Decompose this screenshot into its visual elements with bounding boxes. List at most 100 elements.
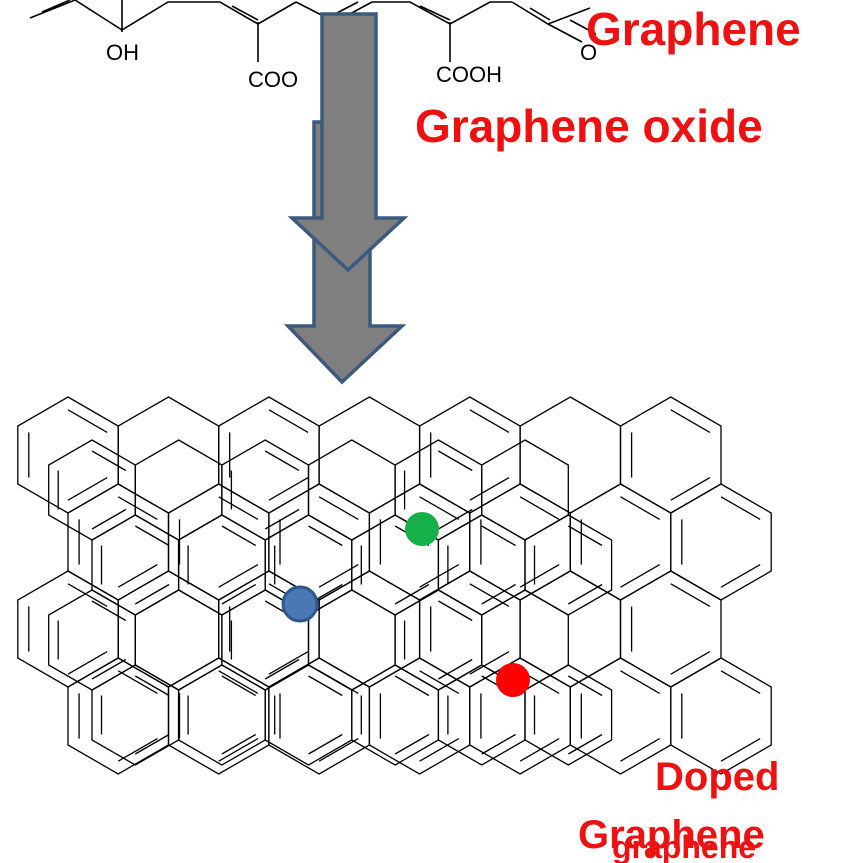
double-bond-line [264, 658, 300, 680]
hexagon-ring [177, 664, 266, 766]
double-bond-line [469, 651, 510, 675]
hexagon-ring [519, 570, 622, 688]
double-bond-line [218, 564, 259, 588]
double-bond-line [91, 600, 127, 622]
double-bond-line [134, 733, 170, 755]
graphene-bottom-label: Graphene [578, 813, 765, 857]
hexagon-ring [619, 570, 722, 688]
carboxyl-label: COOH [436, 62, 502, 87]
reduction-arrows [283, 12, 409, 385]
double-bond-line [670, 409, 711, 433]
double-bond-line [318, 496, 359, 520]
hexagon-ring [167, 483, 270, 601]
double-bond-line [519, 738, 560, 762]
double-bond-line [567, 525, 603, 547]
double-bond-line [91, 450, 127, 472]
double-bond-line [134, 525, 170, 547]
double-bond-line [720, 738, 761, 762]
hexagon-ring [307, 589, 396, 691]
double-bond-line [419, 670, 460, 694]
double-bond-line [117, 496, 158, 520]
hexagon-ring [221, 439, 310, 541]
double-bond-line [481, 733, 516, 755]
double-bond-line [519, 564, 560, 588]
double-bond-line [264, 508, 300, 530]
hexagon-ring [670, 657, 772, 775]
double-bond-line [670, 651, 711, 675]
hexagon-ring [418, 396, 521, 514]
graphene-lattice-back-layer [17, 396, 772, 775]
hexagon-ring [619, 396, 722, 514]
double-bond-line [218, 670, 259, 694]
double-bond-line [67, 477, 108, 501]
hexagon-ring [17, 570, 119, 688]
double-bond-line [117, 564, 158, 588]
double-bond-line [519, 496, 560, 520]
double-bond-line [221, 733, 257, 755]
carboxylate-label: COO [248, 67, 298, 92]
double-bond-line [438, 508, 473, 530]
double-bond-line [308, 675, 343, 697]
arrow-down-upper [287, 12, 409, 273]
double-bond-line [221, 675, 257, 697]
double-bond-line [567, 583, 603, 605]
double-bond-line [218, 738, 259, 762]
green-dopant-atom [405, 512, 439, 546]
oxygen-label: O [580, 40, 597, 65]
double-bond-line [394, 733, 430, 755]
double-bond-line [481, 525, 516, 547]
hexagon-ring [519, 396, 622, 514]
hexagon-ring [268, 657, 371, 775]
double-bond-line [394, 675, 430, 697]
hexagon-ring [569, 483, 672, 601]
double-bond-line [438, 450, 473, 472]
double-bond-line [419, 738, 460, 762]
double-bond-line [620, 670, 661, 694]
double-bond-line [620, 496, 661, 520]
double-bond-line [218, 496, 259, 520]
double-bond-line [91, 508, 127, 530]
double-bond-line [91, 658, 127, 680]
double-bond-line [117, 670, 158, 694]
double-bond-line [67, 583, 108, 607]
hexagon-ring [91, 514, 180, 616]
hexagon-ring [48, 589, 136, 691]
graphene-oxide-label: Graphene oxide [415, 100, 763, 152]
double-bond-line [720, 670, 761, 694]
double-bond-line [117, 738, 158, 762]
graphene-top-label: Graphene [586, 3, 801, 55]
double-bond-line [438, 658, 473, 680]
hexagon-ring [670, 483, 772, 601]
double-bond-line [620, 738, 661, 762]
hexagon-ring [167, 657, 270, 775]
double-bond-line [318, 738, 359, 762]
double-bond-line [567, 675, 603, 697]
blue-dopant-atom [281, 585, 319, 623]
double-bond-line [567, 733, 603, 755]
double-bond-line [134, 675, 170, 697]
double-bond-line [419, 564, 460, 588]
hexagon-ring [17, 396, 119, 514]
double-bond-line [268, 477, 309, 501]
hexagon-ring [394, 589, 483, 691]
double-bond-line [308, 525, 343, 547]
double-bond-line [67, 409, 108, 433]
hydroxyl-label: OH [106, 40, 139, 65]
double-bond-line [620, 564, 661, 588]
double-bond-line [221, 525, 257, 547]
hexagon-ring [524, 664, 613, 766]
red-dopant-atom [496, 663, 530, 697]
hexagon-ring [481, 439, 569, 541]
double-bond-line [419, 496, 460, 520]
hexagon-ring [177, 514, 266, 616]
double-bond-line [264, 450, 300, 472]
hexagon-ring [218, 396, 320, 514]
double-bond-line [670, 583, 711, 607]
graphene-overlap-label: graphene [612, 829, 756, 863]
hexagon-ring [351, 664, 440, 766]
dopant-atoms [281, 512, 530, 697]
double-bond-line [720, 496, 761, 520]
double-bond-line [67, 651, 108, 675]
hexagon-ring [524, 514, 613, 616]
